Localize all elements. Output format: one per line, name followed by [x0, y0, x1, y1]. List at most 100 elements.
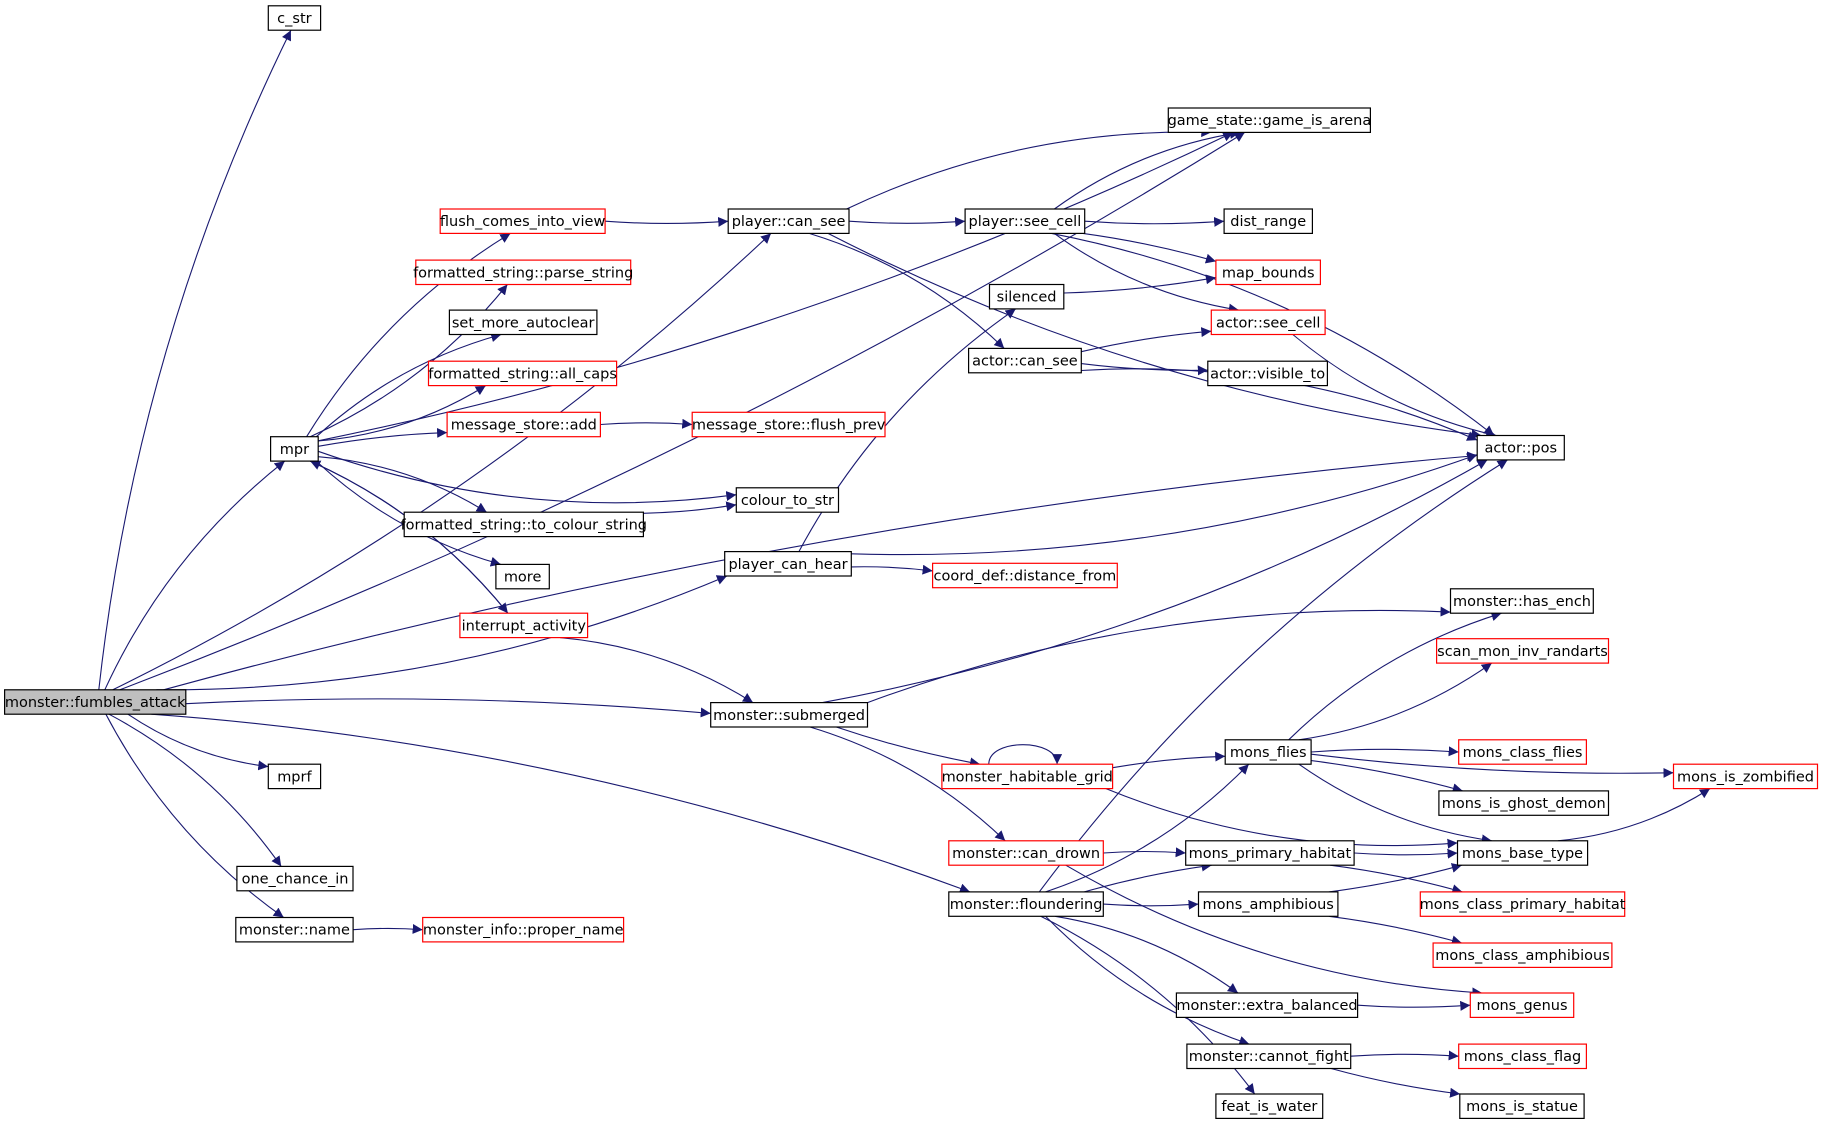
- node-extra_balanced[interactable]: monster::extra_balanced: [1175, 992, 1359, 1018]
- node-mprf[interactable]: mprf: [267, 763, 322, 790]
- node-mons_genus[interactable]: mons_genus: [1469, 992, 1575, 1018]
- node-flush_comes[interactable]: flush_comes_into_view: [439, 208, 606, 234]
- node-box: [1223, 208, 1313, 234]
- node-is_statue[interactable]: mons_is_statue: [1459, 1093, 1585, 1119]
- node-class_flag[interactable]: mons_class_flag: [1458, 1043, 1587, 1070]
- node-actor_see_cell[interactable]: actor::see_cell: [1210, 309, 1326, 336]
- node-actor_pos[interactable]: actor::pos: [1476, 434, 1565, 461]
- edge-can_drown-to-primary_habitat: [1103, 847, 1186, 858]
- node-player_can_see[interactable]: player::can_see: [727, 208, 850, 234]
- edge-player_see_cell-to-actor_pos: [1051, 232, 1495, 436]
- node-all_caps[interactable]: formatted_string::all_caps: [427, 360, 618, 387]
- node-label: more: [504, 570, 542, 586]
- node-actor_can_see[interactable]: actor::can_see: [967, 347, 1082, 374]
- node-silenced[interactable]: silenced: [988, 283, 1065, 310]
- edge-root-to-player_can_hear: [156, 575, 728, 691]
- node-c_str[interactable]: c_str: [267, 5, 322, 31]
- node-msg_add[interactable]: message_store::add: [446, 411, 602, 438]
- node-label: mons_class_flag: [1464, 1049, 1581, 1065]
- node-box: [1432, 942, 1613, 968]
- nodes-layer: monster::fumbles_attack c_strgame_state::…: [3, 5, 1819, 1119]
- edge-mpr-to-more: [315, 460, 501, 567]
- edge-mons_flies-to-mons_class_flies: [1311, 746, 1459, 757]
- node-habitable[interactable]: monster_habitable_grid: [941, 763, 1114, 790]
- node-box: [724, 550, 852, 577]
- node-scan_mon[interactable]: scan_mon_inv_randarts: [1435, 638, 1610, 664]
- node-class_amphibious[interactable]: mons_class_amphibious: [1432, 942, 1613, 968]
- edge-floundering-to-actor_pos: [1038, 459, 1508, 893]
- node-monster_name[interactable]: monster::name: [235, 916, 354, 943]
- node-colour_to_str[interactable]: colour_to_str: [735, 487, 840, 513]
- edge-submerged-to-has_ench: [867, 606, 1451, 704]
- edge-submerged-to-can_drown: [809, 726, 1006, 842]
- node-primary_habitat[interactable]: mons_primary_habitat: [1185, 840, 1355, 866]
- node-mpr[interactable]: mpr: [270, 436, 319, 462]
- node-player_can_hear[interactable]: player_can_hear: [724, 550, 852, 577]
- node-mons_class_flies[interactable]: mons_class_flies: [1458, 739, 1587, 765]
- node-class_primary_habitat[interactable]: mons_class_primary_habitat: [1420, 891, 1626, 917]
- edge-mpr-to-parse_string: [309, 284, 508, 438]
- node-amphibious[interactable]: mons_amphibious: [1197, 891, 1339, 917]
- node-game_is_arena[interactable]: game_state::game_is_arena: [1168, 107, 1372, 133]
- node-label: mons_is_ghost_demon: [1442, 796, 1606, 812]
- node-label: monster::extra_balanced: [1176, 998, 1357, 1014]
- edge-msg_add-to-flush_prev: [600, 418, 693, 429]
- node-box: [1469, 992, 1575, 1018]
- node-box: [691, 411, 886, 438]
- node-distance_from[interactable]: coord_def::distance_from: [931, 562, 1118, 589]
- node-label: interrupt_activity: [462, 618, 587, 634]
- node-root[interactable]: monster::fumbles_attack: [3, 689, 187, 715]
- edge-submerged-to-habitable: [836, 726, 981, 768]
- node-proper_name[interactable]: monster_info::proper_name: [422, 916, 625, 943]
- node-label: silenced: [997, 290, 1057, 306]
- node-cannot_fight[interactable]: monster::cannot_fight: [1186, 1043, 1352, 1070]
- node-interrupt[interactable]: interrupt_activity: [459, 612, 589, 639]
- node-map_bounds[interactable]: map_bounds: [1215, 259, 1322, 286]
- edge-mpr-to-msg_add: [318, 427, 448, 447]
- node-ghost_demon[interactable]: mons_is_ghost_demon: [1438, 790, 1610, 816]
- edge-can_drown-to-mons_genus: [1065, 864, 1483, 998]
- edge-mons_flies-to-base_type: [1298, 763, 1492, 845]
- node-box: [236, 865, 354, 892]
- node-set_more[interactable]: set_more_autoclear: [448, 309, 598, 336]
- edge-root-to-floundering: [151, 713, 971, 894]
- node-parse_string[interactable]: formatted_string::parse_string: [413, 259, 633, 286]
- node-box: [270, 436, 319, 462]
- node-floundering[interactable]: monster::floundering: [948, 891, 1104, 917]
- edge-mpr-to-all_caps: [318, 385, 486, 442]
- node-label: mprf: [277, 769, 312, 785]
- edge-mpr-to-set_more: [316, 332, 502, 438]
- node-mons_flies[interactable]: mons_flies: [1224, 739, 1312, 765]
- node-label: mpr: [280, 442, 309, 458]
- node-box: [267, 763, 322, 790]
- edge-player_can_hear-to-actor_pos: [851, 453, 1478, 556]
- node-feat_is_water[interactable]: feat_is_water: [1215, 1093, 1324, 1119]
- node-can_drown[interactable]: monster::can_drown: [948, 840, 1104, 866]
- node-box: [427, 360, 618, 387]
- node-visible_to[interactable]: actor::visible_to: [1207, 360, 1329, 387]
- node-base_type[interactable]: mons_base_type: [1456, 840, 1589, 866]
- node-submerged[interactable]: monster::submerged: [710, 701, 869, 728]
- node-label: mons_genus: [1476, 998, 1567, 1014]
- edge-root-to-one_chance: [108, 713, 282, 867]
- node-label: monster::can_drown: [952, 846, 1100, 862]
- node-to_colour[interactable]: formatted_string::to_colour_string: [401, 511, 647, 538]
- edge-mpr-to-colour_to_str: [318, 450, 737, 504]
- node-box: [267, 5, 322, 31]
- node-label: game_state::game_is_arena: [1168, 113, 1372, 129]
- edge-base_type-to-zombified: [1557, 788, 1711, 842]
- node-flush_prev[interactable]: message_store::flush_prev: [691, 411, 886, 438]
- node-box: [1459, 1093, 1585, 1119]
- node-label: formatted_string::to_colour_string: [401, 517, 647, 533]
- edge-root-to-submerged: [185, 698, 711, 718]
- node-zombified[interactable]: mons_is_zombified: [1672, 763, 1819, 790]
- node-player_see_cell[interactable]: player::see_cell: [964, 208, 1086, 234]
- node-box: [967, 347, 1082, 374]
- node-dist_range[interactable]: dist_range: [1223, 208, 1313, 234]
- node-box: [1215, 259, 1322, 286]
- node-one_chance[interactable]: one_chance_in: [236, 865, 354, 892]
- edge-flush_comes-to-player_can_see: [605, 216, 729, 227]
- node-has_ench[interactable]: monster::has_ench: [1449, 588, 1594, 614]
- node-more[interactable]: more: [495, 563, 550, 590]
